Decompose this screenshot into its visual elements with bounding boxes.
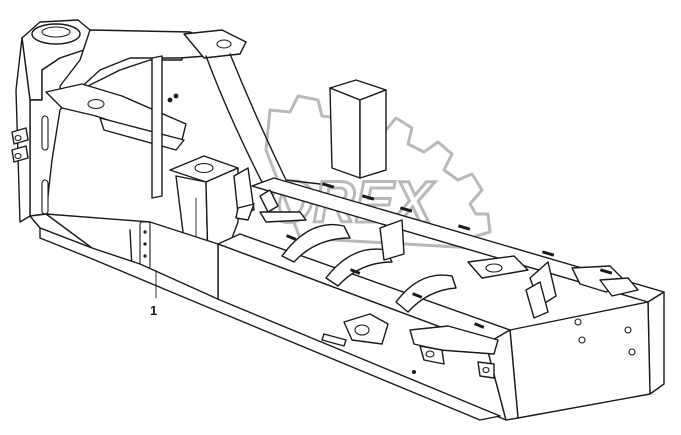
rail-fixtures xyxy=(321,313,499,379)
rail-slots xyxy=(285,182,613,329)
main-frame xyxy=(39,177,665,421)
front-tower xyxy=(11,19,321,249)
cross-members xyxy=(233,167,639,319)
part-callout-1: 1 xyxy=(150,270,157,318)
callout-label: 1 xyxy=(150,303,157,318)
lever-arm xyxy=(45,83,187,151)
rear-bracket xyxy=(329,79,387,179)
